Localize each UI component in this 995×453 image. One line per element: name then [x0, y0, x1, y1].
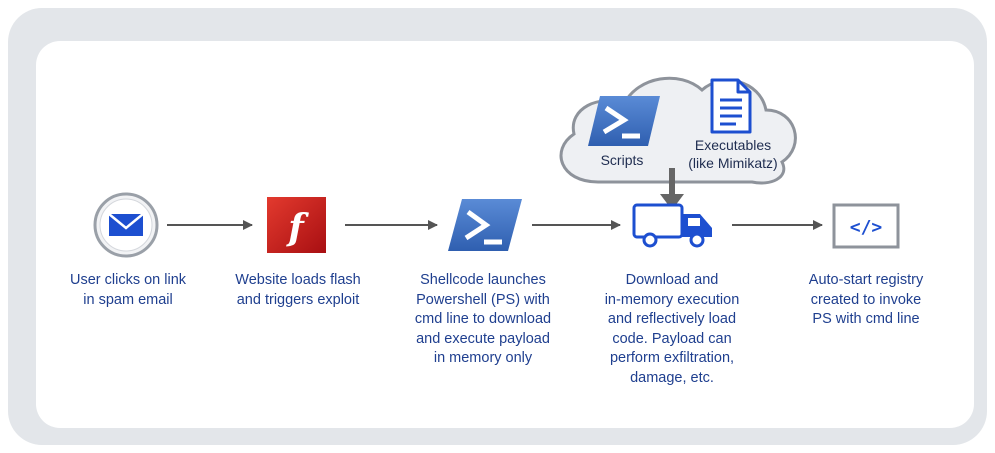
scripts-powershell-icon — [588, 96, 660, 146]
delivery-truck-icon — [632, 203, 712, 248]
executables-document-icon — [710, 78, 752, 134]
cloud-executables-label: Executables (like Mimikatz) — [688, 137, 778, 171]
code-icon: </> — [832, 203, 900, 249]
step-5-label: Auto-start registry created to invoke PS… — [808, 272, 924, 327]
step-4-label: Download and in-memory execution and ref… — [604, 272, 740, 386]
cloud-to-truck-arrow — [660, 168, 684, 210]
svg-text:</>: </> — [850, 217, 883, 238]
cloud-scripts-label: Scripts — [600, 152, 644, 168]
step-2-label: Website loads flash and triggers exploit — [235, 272, 361, 308]
step-3-label: Shellcode launches Powershell (PS) with … — [414, 272, 552, 366]
powershell-icon — [448, 199, 522, 251]
email-icon — [93, 192, 159, 258]
flash-icon: f — [267, 197, 326, 253]
step-1-label: User clicks on link in spam email — [69, 272, 187, 308]
